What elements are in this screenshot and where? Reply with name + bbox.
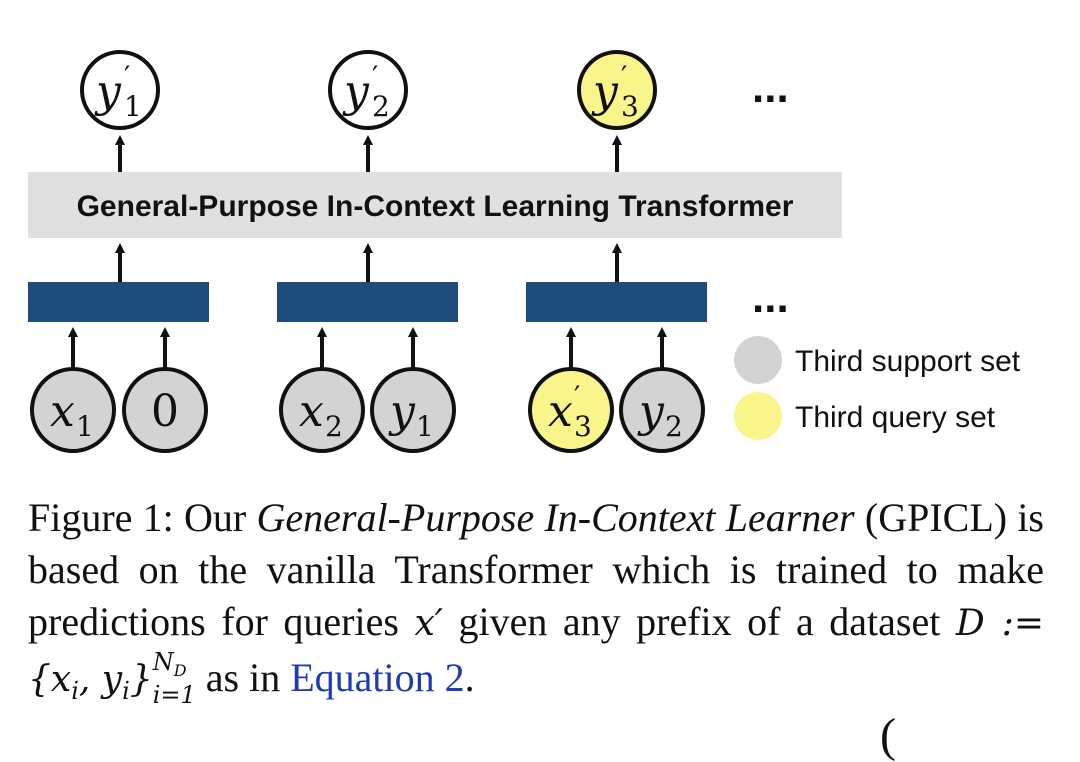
output-node-1-sub: 1 [124, 90, 142, 123]
input-node-y2: y 2 [619, 367, 705, 453]
bottom-fragment: ( [880, 709, 896, 762]
figure-caption: Figure 1: Our General-Purpose In-Context… [28, 492, 1044, 717]
legend: Third support set Third query set [734, 336, 1021, 440]
input-node-x3-base: x [548, 386, 573, 437]
caption-text-2: given any prefix of a dataset [442, 599, 956, 644]
output-node-1-base: y [94, 66, 122, 117]
input-node-x3-sub: 3 [574, 410, 592, 443]
input-node-x1-base: x [50, 386, 75, 437]
input-node-y2-base: y [637, 386, 665, 437]
embedding-bar-3 [526, 282, 707, 322]
legend-support-label: Third support set [795, 345, 1021, 378]
output-node-3-prime: ′ [621, 60, 627, 93]
output-node-2-prime: ′ [372, 60, 378, 93]
output-node-3: y ′ 3 [577, 50, 657, 130]
input-node-y1-sub: 1 [416, 410, 434, 443]
output-node-1-prime: ′ [124, 60, 130, 93]
input-node-y1: y 1 [370, 367, 456, 453]
output-node-3-base: y [591, 66, 619, 117]
embedding-bar-2 [277, 282, 458, 322]
equation-2-link[interactable]: Equation 2 [290, 654, 465, 700]
output-node-2: y ′ 2 [328, 50, 408, 130]
input-node-y2-sub: 2 [665, 410, 683, 443]
input-node-x1: x 1 [30, 367, 116, 453]
legend-query-label: Third query set [795, 401, 996, 434]
input-node-x2-sub: 2 [325, 410, 343, 443]
input-node-x1-sub: 1 [76, 410, 94, 443]
output-ellipsis: ... [752, 63, 789, 112]
input-node-y1-base: y [388, 386, 416, 437]
caption-math-query: x′ [414, 603, 443, 644]
legend-query-swatch [734, 392, 782, 440]
caption-end: . [464, 654, 475, 700]
transformer-box-label: General-Purpose In-Context Learning Tran… [77, 190, 794, 223]
input-node-x2: x 2 [279, 367, 365, 453]
caption-math-dataset: D := {xi, yi} [28, 603, 1044, 705]
caption-text-1: (GPICL) is based on the vanilla Transfor… [28, 495, 1045, 644]
embedding-ellipsis: ... [752, 273, 789, 322]
output-node-2-base: y [342, 66, 370, 117]
output-node-3-sub: 3 [621, 90, 639, 123]
legend-support-swatch [734, 336, 782, 384]
output-node-1: y ′ 1 [80, 50, 160, 130]
transformer-box: General-Purpose In-Context Learning Tran… [28, 172, 842, 238]
input-node-x2-base: x [299, 386, 324, 437]
embedding-bar-1 [28, 282, 209, 322]
input-node-zero: 0 [122, 367, 208, 453]
input-node-zero-base: 0 [151, 386, 179, 437]
input-node-x3-prime: ′ [574, 380, 580, 413]
caption-title: General-Purpose In-Context Learner [256, 495, 855, 540]
caption-text-3: as in [195, 654, 291, 700]
output-node-2-sub: 2 [372, 90, 390, 123]
caption-prefix: Figure 1: Our [28, 495, 257, 540]
input-node-x3-query: x ′ 3 [528, 367, 614, 453]
gpicl-diagram: y ′ 1 y ′ 2 y ′ 3 ... General-Purpose In… [28, 50, 1021, 453]
